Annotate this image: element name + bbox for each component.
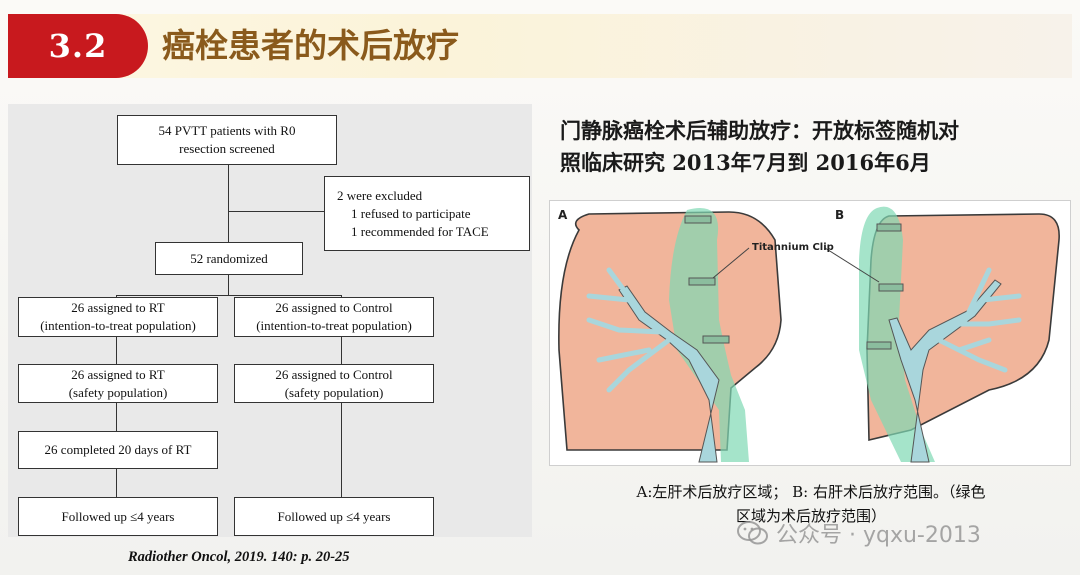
figure-caption: A:左肝术后放疗区域； B: 右肝术后放疗范围。（绿色 区域为术后放疗范围） [556,480,1066,528]
connector [116,468,118,498]
portal-vein-a [618,285,720,463]
titanium-clip [876,223,902,232]
study-title-line2: 照临床研究 2013年7月到 2016年6月 [560,150,931,175]
titanium-clip [688,277,716,286]
box-text: (safety population) [284,384,384,400]
box-text: 26 assigned to RT [71,300,165,315]
connector [116,295,342,297]
connector [116,336,118,364]
vessel-branch-b [936,267,1022,373]
box-text: 26 completed 20 days of RT [44,442,192,457]
box-text: 26 assigned to Control [275,300,393,315]
watermark-text: 公众号 · yqxu-2013 [776,523,981,548]
rt-completed-box: 26 completed 20 days of RT [18,431,218,469]
rt-followup-box: Followed up ≤4 years [18,497,218,536]
box-text: 2 were excluded [337,187,423,203]
page-title: 癌栓患者的术后放疗 [162,26,459,65]
titanium-clip [866,341,892,350]
citation: Radiother Oncol, 2019. 140: p. 20-25 [128,549,350,565]
box-text: (intention-to-treat population) [40,318,196,333]
connector [341,402,343,498]
box-text: 54 PVTT patients with R0 [158,123,296,138]
study-title-line1: 门静脉癌栓术后辅助放疗：开放标签随机对 [560,119,959,143]
study-title: 门静脉癌栓术后辅助放疗：开放标签随机对 照临床研究 2013年7月到 2016年… [560,115,1060,179]
connector [341,336,343,364]
box-text: 26 assigned to Control [275,366,393,382]
liver-illustration [558,206,1060,463]
excluded-box: 2 were excluded 1 refused to participate… [324,176,530,251]
box-text: Followed up ≤4 years [277,508,391,524]
rt-zone-a [669,208,749,462]
randomized-box: 52 randomized [155,242,303,275]
box-text: Followed up ≤4 years [61,508,175,524]
connector [116,402,118,432]
control-safety-box: 26 assigned to Control (safety populatio… [234,364,434,403]
titanium-clip-label: Titannium Clip [752,242,834,253]
box-text: (intention-to-treat population) [256,318,412,333]
control-followup-box: Followed up ≤4 years [234,497,434,536]
caption-line1: A:左肝术后放疗区域； B: 右肝术后放疗范围。（绿色 [636,483,986,501]
box-text: 52 randomized [190,250,268,266]
connector [228,165,230,242]
box-text: 26 assigned to RT [71,366,165,382]
connector [228,211,324,213]
wechat-icon [737,521,768,545]
box-text: (safety population) [68,384,168,400]
box-text: 1 refused to participate [351,205,471,221]
vessel-branch-a [586,267,672,393]
rt-safety-box: 26 assigned to RT (safety population) [18,364,218,403]
box-text: 1 recommended for TACE [351,223,489,239]
panel-a-label: A [558,208,568,222]
panel-b-label: B [835,208,845,222]
section-number-badge: 3.2 [8,14,148,78]
titanium-clip [684,215,712,224]
box-text: resection screened [179,141,275,156]
clip-leader-line [824,247,880,283]
clip-leader-line [712,247,750,279]
portal-vein-b [888,279,1002,463]
caption-line2: 区域为术后放疗范围） [735,507,886,525]
header-bar [8,14,1072,78]
connector [228,275,230,295]
screened-box: 54 PVTT patients with R0 resection scree… [117,115,337,165]
rt-assigned-box: 26 assigned to RT (intention-to-treat po… [18,297,218,337]
watermark: 公众号 · yqxu-2013 [736,517,981,549]
titanium-clip [702,335,730,344]
control-assigned-box: 26 assigned to Control (intention-to-tre… [234,297,434,337]
titanium-clip [878,283,904,292]
